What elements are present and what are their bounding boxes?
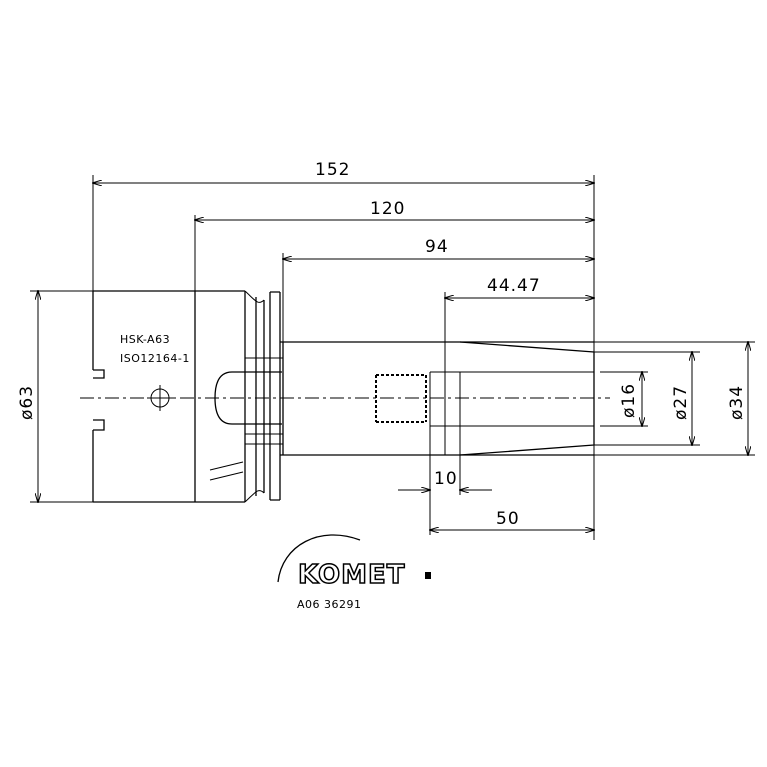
hsk-shank-notches — [93, 369, 105, 431]
dim-label-120: 120 — [370, 199, 405, 219]
tool-body — [80, 290, 610, 503]
crosshair-symbol — [147, 385, 173, 411]
dim-label-16: ø16 — [619, 383, 639, 418]
dim-label-152: 152 — [315, 160, 350, 180]
drive-key-notch — [209, 461, 244, 481]
groove-lines — [245, 357, 283, 445]
dimension-lines — [38, 183, 748, 530]
hidden-thread-bore — [375, 374, 427, 423]
dim-label-94: 94 — [425, 237, 449, 257]
logo-text: KOMET — [298, 560, 405, 590]
logo-arc — [277, 534, 361, 583]
dim-label-34: ø34 — [727, 385, 747, 420]
groove-outline — [255, 291, 281, 501]
dim-label-50: 50 — [496, 509, 520, 529]
komet-logo: KOMET — [277, 534, 431, 591]
interface-label: HSK-A63 — [120, 333, 170, 346]
dim-label-44: 44.47 — [487, 276, 541, 296]
dim-label-63: ø63 — [17, 385, 37, 420]
flange-outline — [194, 290, 246, 503]
logo-dot — [425, 572, 431, 579]
standard-label: ISO12164-1 — [120, 352, 190, 365]
part-number: A06 36291 — [297, 598, 362, 611]
hsk-shank-outline — [92, 290, 195, 503]
dim-label-10: 10 — [434, 469, 458, 489]
dim-label-27: ø27 — [671, 385, 691, 420]
bore-inner-lines — [429, 371, 594, 427]
flange-chamfer — [244, 290, 265, 503]
